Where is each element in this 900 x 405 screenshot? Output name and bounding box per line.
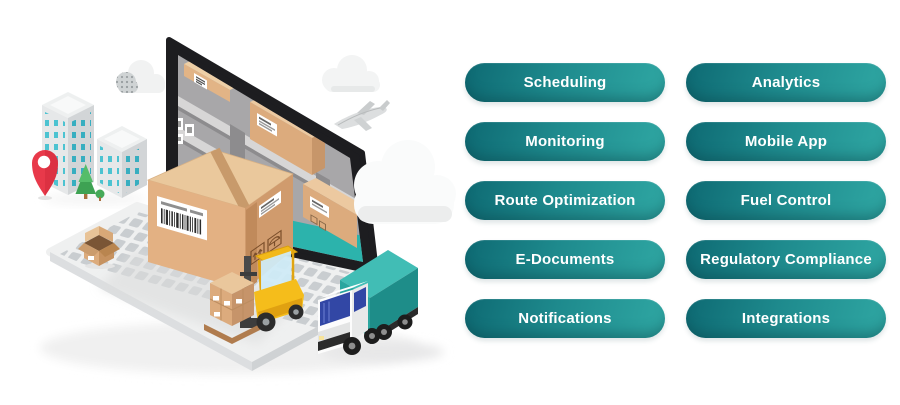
logistics-scene-svg — [32, 37, 456, 374]
halftone-cloud-icon — [116, 60, 165, 93]
feature-button-e-documents[interactable]: E-Documents — [465, 240, 665, 279]
feature-column-left: Scheduling Monitoring Route Optimization… — [465, 63, 665, 338]
feature-button-notifications[interactable]: Notifications — [465, 299, 665, 338]
city-buildings-icon — [42, 92, 147, 198]
feature-column-right: Analytics Mobile App Fuel Control Regula… — [686, 63, 886, 338]
feature-button-regulatory-compliance[interactable]: Regulatory Compliance — [686, 240, 886, 279]
location-pin-icon — [32, 150, 58, 200]
features-panel: Scheduling Monitoring Route Optimization… — [465, 63, 886, 338]
handling-symbols — [250, 229, 282, 266]
wall-signs — [178, 118, 194, 144]
logistics-illustration — [32, 37, 456, 374]
delivery-truck-icon — [318, 250, 418, 355]
forklift-icon — [204, 245, 304, 344]
feature-button-scheduling[interactable]: Scheduling — [465, 63, 665, 102]
feature-button-integrations[interactable]: Integrations — [686, 299, 886, 338]
shelf-box-icon — [303, 178, 363, 248]
feature-button-route-optimization[interactable]: Route Optimization — [465, 181, 665, 220]
shipping-label — [259, 190, 281, 218]
cardboard-box-icon — [146, 147, 294, 290]
pallet-boxes-icon — [204, 272, 260, 344]
barcode-label — [157, 196, 207, 241]
open-box-icon — [78, 226, 120, 269]
feature-button-analytics[interactable]: Analytics — [686, 63, 886, 102]
airplane-icon — [334, 100, 390, 131]
tree-icon — [75, 164, 105, 201]
feature-button-mobile-app[interactable]: Mobile App — [686, 122, 886, 161]
feature-button-fuel-control[interactable]: Fuel Control — [686, 181, 886, 220]
cloud-icon — [322, 55, 380, 92]
feature-button-monitoring[interactable]: Monitoring — [465, 122, 665, 161]
cloud-icon — [354, 140, 456, 224]
